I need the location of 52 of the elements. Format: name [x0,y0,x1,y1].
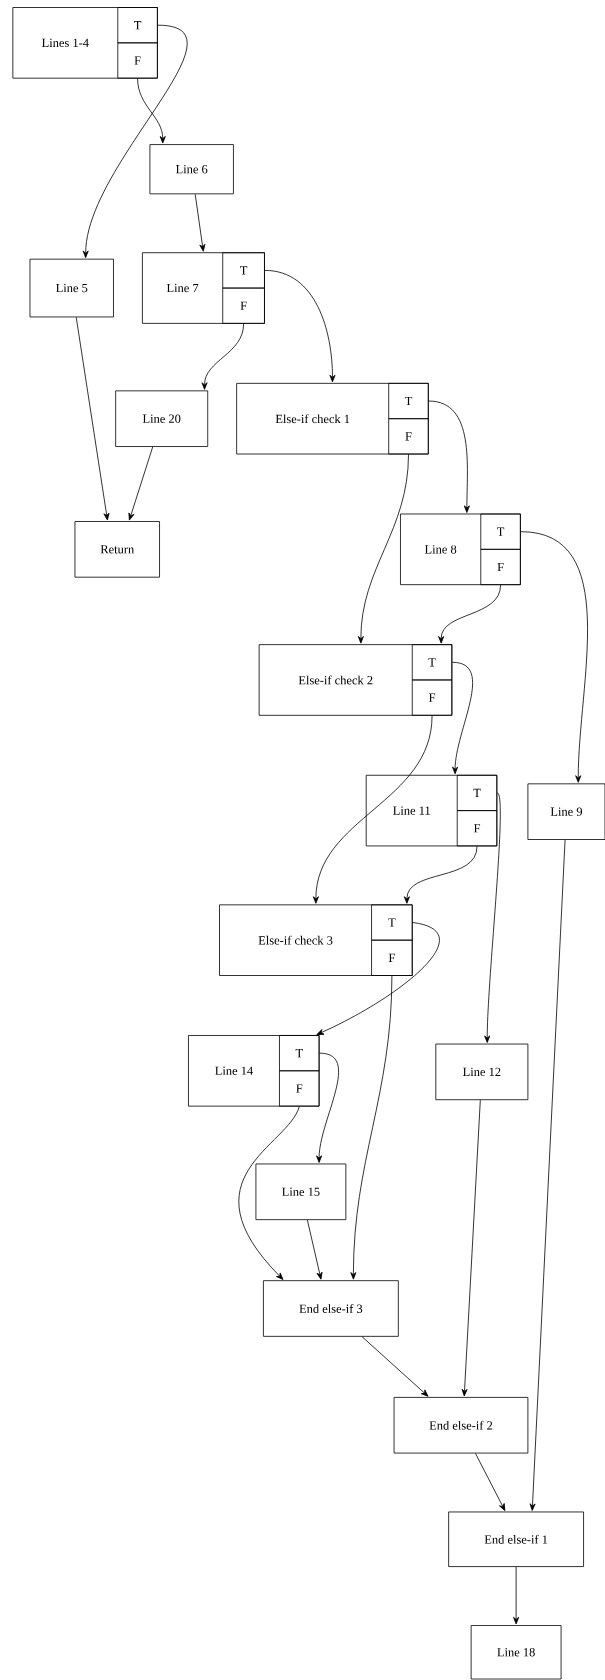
port-cell: F [371,939,413,976]
process-box: Line 20 [115,390,209,447]
arrow [438,584,501,644]
arrow [451,661,473,775]
arrow [201,323,244,390]
arrow [82,24,188,259]
port-cell: T [279,1035,320,1072]
arrow [484,792,501,1043]
process-box: Line 15 [255,1163,347,1221]
arrow [307,1219,323,1280]
port-cell: T [480,513,521,550]
port-cell: F [117,42,158,79]
arrow [361,1336,429,1397]
port-cell: T [117,7,158,44]
arrow [475,1453,506,1511]
process-box: End else-if 3 [263,1280,399,1337]
arrow [461,1099,481,1397]
arrow [75,316,110,521]
port-cell: F [411,679,453,716]
arrow [520,531,588,783]
arrow [357,454,409,644]
port-cell: T [222,252,265,289]
arrow [513,1566,520,1625]
arrow [264,270,336,383]
port-cell: T [411,644,453,681]
arrow [137,78,166,144]
arrow [194,193,206,252]
port-cell: F [279,1070,320,1107]
process-box: Line 6 [149,144,234,195]
process-box: Line 9 [527,783,605,840]
port-cell: T [388,382,429,420]
arrow [428,400,470,513]
port-cell: F [222,287,265,324]
arrow [316,922,440,1035]
port-cell: F [456,810,498,847]
arrow [316,1052,339,1163]
process-box: Return [74,521,160,578]
arrow [350,975,393,1280]
process-box: Line 5 [29,258,114,318]
port-cell: F [480,548,521,586]
arrow [238,1106,300,1280]
arrow [128,446,154,521]
arrow [403,845,478,904]
process-box: Line 18 [470,1625,562,1680]
process-box: End else-if 2 [393,1397,529,1454]
process-box: Line 12 [435,1043,529,1101]
arrow [312,715,433,904]
arrow [529,839,566,1511]
process-box: End else-if 1 [448,1511,584,1567]
port-cell: T [371,904,413,941]
port-cell: F [388,418,429,455]
port-cell: T [456,774,498,811]
